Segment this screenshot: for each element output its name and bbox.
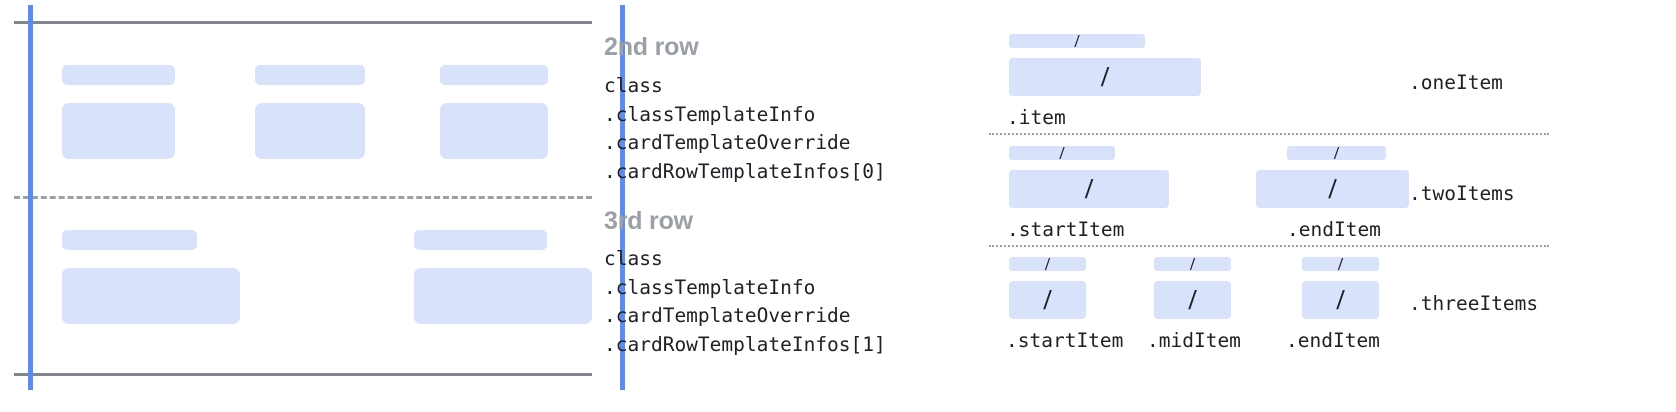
column-label-placeholder [62, 230, 197, 250]
one-item-label-slot: / [1009, 31, 1145, 51]
slash-icon: / [1084, 172, 1094, 205]
third-row-column-1 [62, 230, 240, 324]
three-items-start-label: .startItem [1006, 329, 1124, 352]
second-row-column-1 [62, 65, 175, 159]
column-value-placeholder [440, 103, 548, 159]
mid-item-label-slot: / [1154, 254, 1231, 274]
slash-icon: / [1044, 254, 1050, 274]
column-label-placeholder [62, 65, 175, 85]
card-row-template-preview [0, 0, 640, 412]
second-row-heading: 2nd row [604, 33, 699, 61]
one-two-item-divider [989, 133, 1549, 135]
mid-item-value-slot: / [1154, 281, 1231, 319]
two-items-end-label: .endItem [1287, 218, 1381, 241]
slash-icon: / [1333, 143, 1339, 163]
row-separator-dashed-line [14, 196, 592, 199]
one-item-row-label: .oneItem [1409, 71, 1503, 94]
slash-icon: / [1100, 60, 1110, 93]
three-items-end-label: .endItem [1286, 329, 1380, 352]
slash-icon: / [1328, 172, 1337, 205]
row-path-annotations: 2nd row class .classTemplateInfo .cardTe… [604, 0, 984, 412]
two-items-row-label: .twoItems [1409, 182, 1515, 205]
card-left-edge-guide [28, 5, 33, 390]
start-item-label-slot: / [1009, 143, 1115, 163]
column-value-placeholder [62, 268, 240, 324]
second-row-code-path: class .classTemplateInfo .cardTemplateOv… [604, 74, 886, 183]
column-label-placeholder [255, 65, 365, 85]
third-row-column-2 [414, 230, 592, 324]
one-item-slot-label: .item [1007, 106, 1066, 129]
start-item-label-slot: / [1009, 254, 1086, 274]
slash-icon: / [1043, 283, 1052, 316]
second-row-column-2 [255, 65, 365, 159]
second-row-column-3 [440, 65, 548, 159]
column-value-placeholder [414, 268, 592, 324]
two-items-start-label: .startItem [1007, 218, 1125, 241]
start-item-value-slot: / [1009, 281, 1086, 319]
slash-icon: / [1337, 254, 1343, 274]
end-item-label-slot: / [1287, 143, 1386, 163]
three-items-mid-label: .midItem [1147, 329, 1241, 352]
column-value-placeholder [255, 103, 365, 159]
one-item-value-slot: / [1009, 58, 1201, 96]
column-value-placeholder [62, 103, 175, 159]
column-label-placeholder [414, 230, 547, 250]
third-row-heading: 3rd row [604, 207, 693, 235]
card-right-edge-guide [620, 5, 625, 390]
column-label-placeholder [440, 65, 548, 85]
slash-icon: / [1189, 254, 1195, 274]
end-item-label-slot: / [1302, 254, 1379, 274]
slash-icon: / [1188, 283, 1197, 316]
start-item-value-slot: / [1009, 170, 1169, 208]
card-bottom-boundary-rule [14, 373, 592, 376]
card-top-boundary-rule [14, 21, 592, 24]
slash-icon: / [1336, 283, 1345, 316]
slash-icon: / [1059, 143, 1065, 163]
end-item-value-slot: / [1256, 170, 1409, 208]
third-row-code-path: class .classTemplateInfo .cardTemplateOv… [604, 247, 886, 356]
end-item-value-slot: / [1302, 281, 1379, 319]
three-items-row-label: .threeItems [1409, 292, 1539, 315]
item-slot-legend: / / .item .oneItem / / .startItem / / .e… [984, 0, 1676, 412]
slash-icon: / [1074, 31, 1080, 51]
two-three-item-divider [989, 245, 1549, 247]
